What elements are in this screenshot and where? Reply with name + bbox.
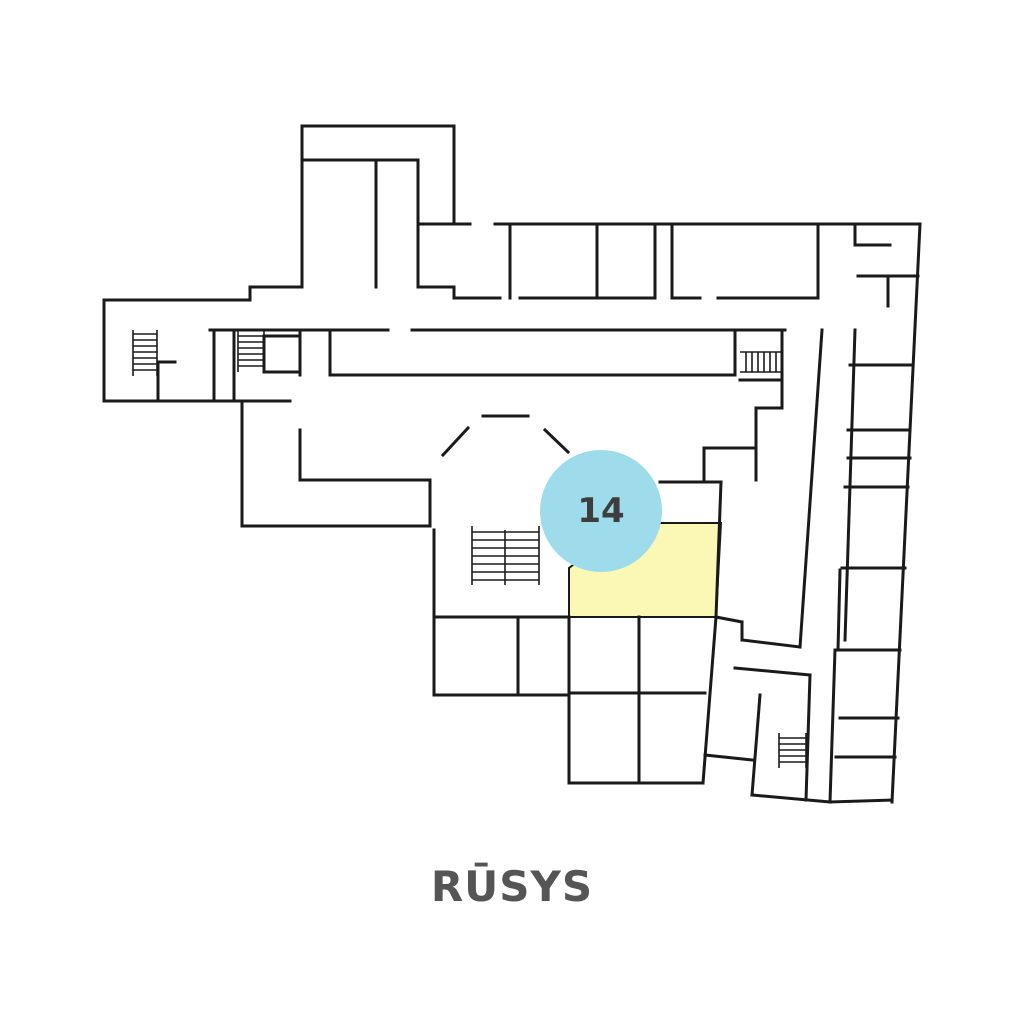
stairs-west-inner (237, 330, 265, 372)
stairs-southeast (778, 733, 807, 768)
stairs-east (740, 351, 782, 373)
floor-title: RŪSYS (430, 862, 594, 911)
stairs-central (471, 526, 540, 585)
room-marker-14[interactable]: 14 (540, 450, 662, 572)
walls (102, 124, 922, 804)
room-marker-number: 14 (577, 491, 625, 531)
stairs-west (132, 330, 158, 376)
